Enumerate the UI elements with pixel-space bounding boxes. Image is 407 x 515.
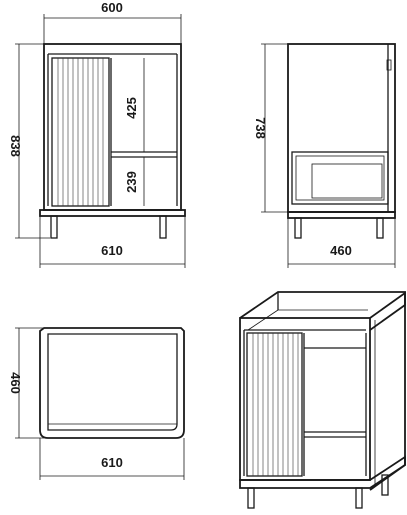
dim-label-base-width: 610 — [101, 243, 123, 258]
fluted-door — [51, 57, 110, 207]
side-plinth — [287, 211, 396, 219]
iso-leg-back-right — [381, 474, 389, 496]
side-leg-back — [294, 217, 302, 239]
handle-icon — [386, 59, 392, 71]
side-view: 738 460 — [253, 43, 396, 268]
iso-inner-left — [247, 309, 279, 331]
side-drawer-panel — [311, 163, 383, 199]
top-inner-outline — [47, 333, 178, 431]
side-drawer-frame — [291, 151, 389, 205]
dim-label-top-depth: 460 — [8, 372, 23, 394]
iso-plinth — [239, 455, 406, 489]
leg-left — [50, 215, 58, 239]
dim-label-side-depth: 460 — [330, 243, 352, 258]
dim-label-upper: 425 — [124, 97, 139, 119]
iso-fluted-door — [246, 332, 303, 477]
top-outline — [39, 327, 185, 439]
side-leg-front — [376, 217, 384, 239]
dim-label-top-view-width: 610 — [101, 455, 123, 470]
dim-label-lower: 239 — [124, 171, 139, 193]
front-view: 600 838 425 — [8, 0, 186, 268]
iso-leg-front-left — [247, 487, 255, 509]
side-body — [287, 43, 396, 213]
base-plinth — [39, 209, 186, 217]
iso-front-frame — [239, 317, 371, 481]
top-view: 460 610 — [8, 327, 185, 480]
cabinet-body — [43, 43, 182, 211]
dim-label-top-width: 600 — [101, 0, 123, 15]
iso-leg-front-right — [355, 487, 363, 509]
leg-right — [159, 215, 167, 239]
dim-label-height: 838 — [8, 135, 23, 157]
iso-door-grooves — [252, 333, 299, 476]
dim-label-side-height: 738 — [253, 117, 268, 139]
fluted-door-grooves — [57, 58, 104, 206]
side-drawer-inner — [295, 155, 385, 201]
isometric-view — [239, 291, 406, 509]
